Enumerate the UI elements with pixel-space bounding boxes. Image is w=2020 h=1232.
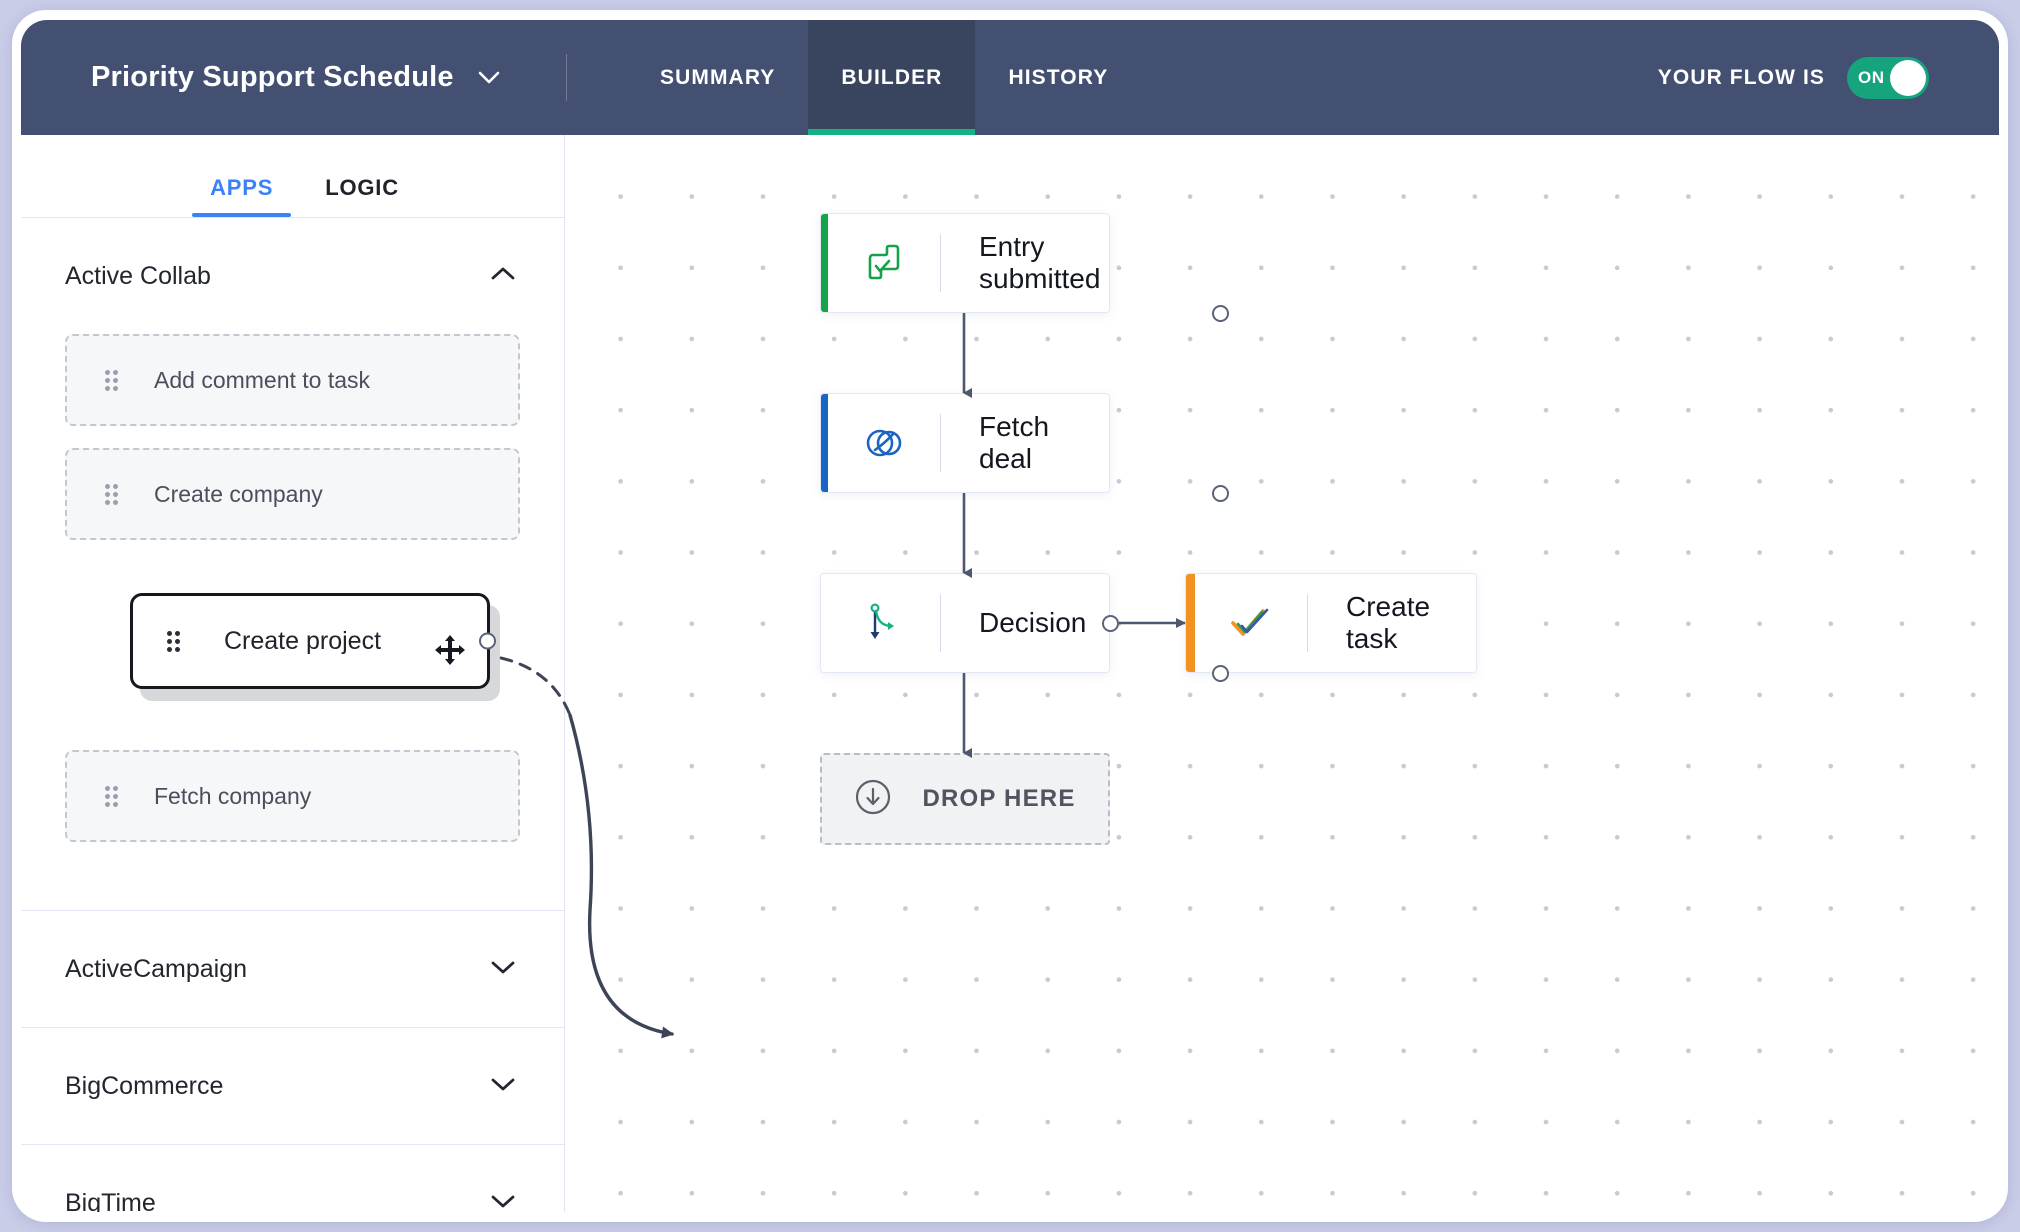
node-fetch-deal[interactable]: Fetch deal <box>820 393 1229 502</box>
node-connectors <box>962 313 1186 758</box>
action-label: Add comment to task <box>154 366 371 393</box>
action-item-add-comment-to-task[interactable]: Add comment to task <box>65 334 520 426</box>
connection-port-icon[interactable] <box>479 632 496 650</box>
move-cursor-icon <box>433 633 467 672</box>
node-label: Decision <box>979 607 1087 638</box>
form-entry-icon <box>828 242 940 284</box>
link-loop-icon <box>828 422 940 464</box>
flow-canvas[interactable]: Entry submitted Fetch deal <box>565 135 1999 1212</box>
node-accent-bar <box>821 394 828 492</box>
connection-port-icon[interactable] <box>1212 305 1229 322</box>
app-group-name: BigCommerce <box>65 1071 224 1100</box>
flow-title: Priority Support Schedule <box>91 61 454 93</box>
node-separator <box>1307 594 1308 652</box>
node-decision[interactable]: Decision <box>820 573 1229 682</box>
app-window: Priority Support Schedule SUMMARY BUILDE… <box>12 10 2008 1222</box>
sidebar-tabs: APPS LOGIC <box>21 135 564 218</box>
node-separator <box>940 234 941 292</box>
connection-port-icon-right[interactable] <box>1102 615 1119 632</box>
flow-toggle-state-label: ON <box>1858 67 1885 87</box>
action-item-create-company[interactable]: Create company <box>65 448 520 540</box>
app-group-header[interactable]: Active Collab <box>21 218 564 334</box>
app-group-activecampaign: ActiveCampaign <box>21 911 564 1028</box>
app-group-bigcommerce: BigCommerce <box>21 1028 564 1145</box>
header-tabs: SUMMARY BUILDER HISTORY <box>627 20 1141 135</box>
download-circle-icon <box>854 778 892 821</box>
node-label: Entry submitted <box>979 231 1101 294</box>
sidebar-tab-apps[interactable]: APPS <box>184 175 299 217</box>
branch-decision-icon <box>828 601 940 645</box>
flow-title-area[interactable]: Priority Support Schedule <box>21 20 566 135</box>
app-header: Priority Support Schedule SUMMARY BUILDE… <box>21 20 1999 135</box>
dragged-card-label: Create project <box>224 626 382 655</box>
action-item-fetch-company[interactable]: Fetch company <box>65 750 520 842</box>
node-accent-bar <box>821 214 828 312</box>
app-group-header[interactable]: BigTime <box>21 1145 564 1212</box>
drag-handle-icon[interactable] <box>105 483 118 505</box>
action-label: Fetch company <box>154 782 312 809</box>
tab-summary[interactable]: SUMMARY <box>660 65 776 89</box>
header-right: YOUR FLOW IS ON <box>1658 20 1999 135</box>
chevron-up-icon[interactable] <box>490 266 516 287</box>
connection-port-icon-bottom[interactable] <box>1212 665 1229 682</box>
tab-history[interactable]: HISTORY <box>1008 65 1109 89</box>
sidebar-tab-logic[interactable]: LOGIC <box>325 175 399 200</box>
drag-handle-icon[interactable] <box>167 630 180 652</box>
dropzone-label: DROP HERE <box>922 785 1076 812</box>
dragged-card-create-project[interactable]: Create project <box>130 593 496 689</box>
drag-handle-icon[interactable] <box>105 369 118 391</box>
app-group-header[interactable]: ActiveCampaign <box>21 911 564 1027</box>
chevron-down-icon[interactable] <box>490 1076 516 1097</box>
node-entry-submitted[interactable]: Entry submitted <box>820 213 1229 322</box>
app-group-name: ActiveCampaign <box>65 954 248 983</box>
node-create-task[interactable]: Create task <box>1185 573 1477 673</box>
action-label: Create company <box>154 480 323 507</box>
flow-state-label: YOUR FLOW IS <box>1657 65 1825 89</box>
flow-enable-toggle[interactable]: ON <box>1847 56 1929 99</box>
node-separator <box>940 414 941 472</box>
app-group-bigtime: BigTime <box>21 1145 564 1212</box>
triple-check-icon <box>1195 602 1307 644</box>
toggle-knob <box>1890 59 1926 96</box>
node-separator <box>940 594 941 652</box>
chevron-down-icon[interactable] <box>478 71 500 85</box>
action-list: Add comment to task Create company Fetch… <box>21 334 564 910</box>
app-group-active-collab: Active Collab Add comment to task Cr <box>21 218 564 911</box>
chevron-down-icon[interactable] <box>490 959 516 980</box>
drag-handle-icon[interactable] <box>105 785 118 807</box>
node-label: Create task <box>1346 591 1431 654</box>
chevron-down-icon[interactable] <box>490 1193 516 1213</box>
app-group-name: BigTime <box>65 1188 156 1213</box>
app-body: APPS LOGIC Active Collab Add comme <box>21 135 1999 1212</box>
header-divider <box>566 54 567 101</box>
node-accent-bar <box>1186 574 1195 672</box>
connection-port-icon[interactable] <box>1212 485 1229 502</box>
app-group-header[interactable]: BigCommerce <box>21 1028 564 1144</box>
node-label: Fetch deal <box>979 411 1050 474</box>
tab-builder[interactable]: BUILDER <box>808 20 976 135</box>
app-group-name: Active Collab <box>65 261 211 290</box>
dropzone-drop-here[interactable]: DROP HERE <box>820 753 1110 845</box>
